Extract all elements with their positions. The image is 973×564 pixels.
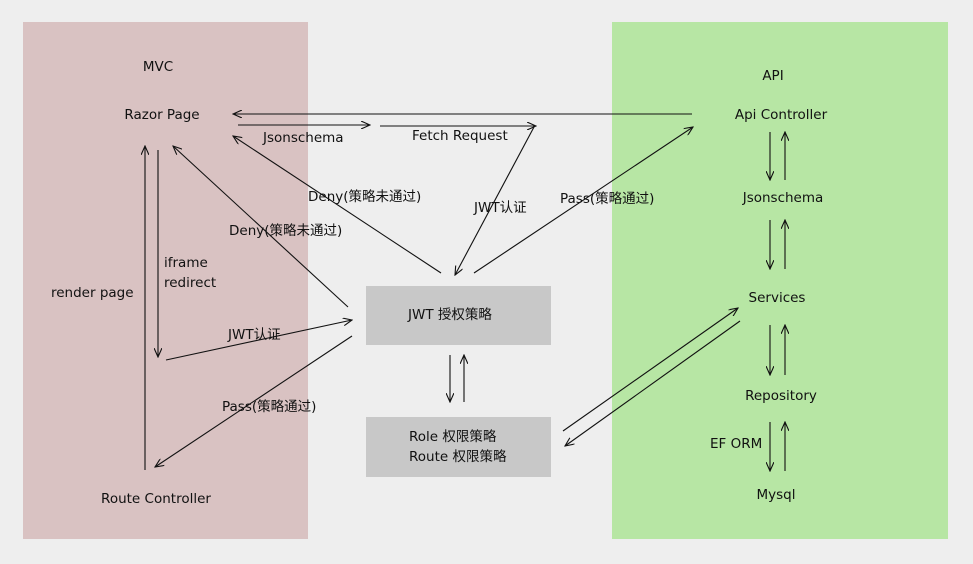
edge-services-to-role: [565, 320, 741, 446]
ef-orm-label: EF ORM: [710, 436, 763, 452]
route-policy-label: Route 权限策略: [409, 449, 507, 465]
deny-upper-label: Deny(策略未通过): [308, 189, 422, 205]
deny-lower-label: Deny(策略未通过): [229, 223, 343, 239]
pass-route-label: Pass(策略通过): [222, 399, 317, 415]
services-node: Services: [748, 290, 806, 306]
repository-node: Repository: [745, 388, 817, 404]
edge-deny-lower: [173, 146, 349, 308]
jwt-policy-box: [366, 286, 551, 345]
edge-jwt-auth-left: [165, 320, 352, 361]
razor-page-node: Razor Page: [124, 107, 200, 123]
mysql-node: Mysql: [756, 487, 796, 503]
iframe-label: iframe: [164, 255, 208, 271]
redirect-label: redirect: [164, 275, 217, 291]
jwt-auth-middle-label: JWT认证: [474, 200, 527, 216]
api-panel: [612, 22, 948, 539]
role-policy-label: Role 权限策略: [409, 429, 497, 445]
edge-pass-to-route: [155, 335, 353, 467]
edge-fetch-to-jwt: [455, 126, 535, 275]
mvc-title: MVC: [142, 59, 174, 75]
render-page-label: render page: [51, 285, 134, 301]
pass-api-label: Pass(策略通过): [560, 191, 655, 207]
mvc-panel: [23, 22, 308, 539]
api-title: API: [762, 68, 784, 84]
edge-role-to-services: [562, 308, 738, 432]
jwt-auth-left-label: JWT认证: [228, 327, 281, 343]
api-controller-node: Api Controller: [734, 107, 828, 123]
jsonschema-node: Jsonschema: [742, 190, 824, 206]
role-policy-box: [366, 417, 551, 477]
jwt-policy-label: JWT 授权策略: [408, 307, 492, 323]
jsonschema-edge-label: Jsonschema: [263, 130, 344, 146]
edge-pass-to-api: [473, 127, 693, 274]
route-controller-node: Route Controller: [101, 491, 211, 507]
edge-deny-upper: [233, 136, 442, 274]
fetch-request-label: Fetch Request: [412, 128, 508, 144]
